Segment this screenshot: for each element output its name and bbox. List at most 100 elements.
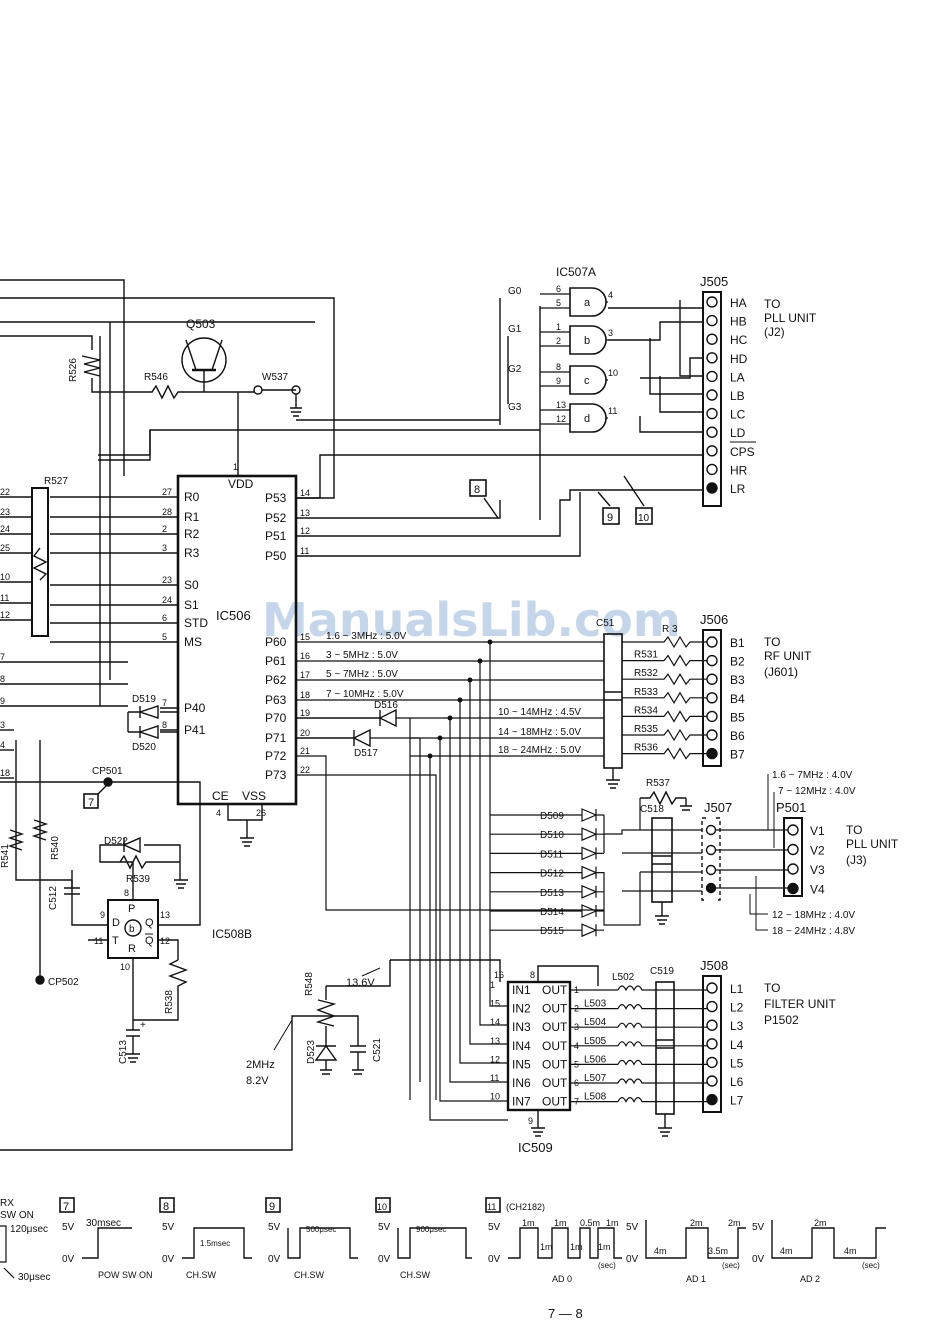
ff-r: R (128, 943, 136, 955)
ic506-pin-s1: S1 (184, 598, 199, 612)
j505-pin (706, 352, 718, 364)
ic506-pin-p73: P73 (265, 768, 287, 782)
wave-11-ad0-t: 1m (554, 1218, 567, 1228)
ic509-pin-out: OUT (542, 1020, 568, 1034)
ic509-pin16: 16 (494, 970, 504, 980)
j508-pin (706, 1075, 718, 1087)
j505-pin (706, 463, 718, 476)
wave-8-t: 1.5msec (200, 1239, 230, 1248)
cp501-label: CP501 (92, 766, 123, 777)
q503-transistor: Q503 (181, 317, 227, 392)
j505-pin (706, 333, 718, 345)
band-drop-wire (469, 680, 508, 1045)
ic509-pin-in5: IN5 (512, 1057, 531, 1071)
diode (490, 808, 604, 822)
ic506-ce-num: 4 (216, 808, 221, 818)
rx-label: RX (0, 1198, 14, 1209)
inductor (617, 1097, 707, 1103)
ff-b: b (129, 924, 135, 935)
gate-label-d: d (584, 413, 590, 425)
j507-pin (705, 824, 717, 836)
wave-11-ad2-t: 4m (780, 1246, 793, 1256)
ic506-pinnum-23: 23 (162, 575, 172, 585)
inductor (617, 1078, 707, 1085)
j505-label-cps: CPS (730, 445, 755, 459)
ic509-pin-out: OUT (542, 1057, 568, 1071)
page-number: 7 — 8 (548, 1306, 583, 1321)
band-drop-wire (439, 738, 508, 1102)
j505-pin (706, 296, 718, 308)
j506-pin (706, 729, 718, 741)
band-label: 5 ~ 7MHz : 5.0V (326, 669, 398, 680)
wave-11-sec: (sec) (598, 1261, 616, 1270)
wave-11-sec-3: (sec) (862, 1261, 880, 1270)
j505-pin (706, 314, 718, 327)
j508-label-l5: L5 (730, 1056, 744, 1070)
r537-label: R537 (646, 778, 670, 789)
j505-dest: PLL UNIT (764, 311, 817, 325)
band-drop-wire (449, 718, 508, 1083)
ic509-pin-out: OUT (542, 1095, 568, 1109)
wave-10-box (375, 1197, 391, 1213)
and-gate-a (569, 287, 607, 317)
j508-label-l4: L4 (730, 1038, 744, 1052)
d520-label: D520 (132, 742, 156, 753)
j505-pin (706, 370, 718, 383)
ic506-pin-ms: MS (184, 635, 202, 649)
j508-label: J508 (700, 958, 728, 973)
waveform-rx: RX SW ON 120μsec 30μsec (0, 1198, 50, 1283)
and-gate-b (569, 325, 607, 355)
ic506-pinnum-6: 6 (162, 613, 167, 623)
ic506-pinnum-19: 19 (300, 708, 310, 718)
j508-pin (706, 1093, 718, 1106)
inductor-label: L505 (584, 1036, 607, 1047)
j506-pin (706, 673, 718, 685)
j506-pin (706, 636, 718, 648)
ic506-pinnum-15: 15 (300, 632, 310, 642)
j506-label-b2: B2 (730, 655, 745, 669)
j505-label-hr: HR (730, 463, 748, 477)
diode (490, 827, 604, 842)
j508-dest: FILTER UNIT (764, 997, 836, 1011)
band-label: 14 ~ 18MHz : 5.0V (498, 727, 581, 738)
ic506-pinnum-18: 18 (300, 690, 310, 700)
r541-label: R541 (0, 844, 11, 868)
band-label: 18 ~ 24MHz : 5.0V (498, 745, 581, 756)
ic506-pin-r1: R1 (184, 510, 200, 524)
r548-label: R548 (304, 972, 315, 996)
l502-label: L502 (612, 972, 635, 983)
wave-11-ad2-t: 4m (844, 1246, 857, 1256)
r538-label: R538 (164, 990, 175, 1014)
ic509-in-num: 1 (490, 980, 495, 990)
v2mhz-label: 2MHz (246, 1059, 275, 1071)
marker-9: 9 (607, 512, 613, 524)
d519-label: D519 (132, 694, 156, 705)
wave-11-ad0-t: 1m (540, 1242, 553, 1252)
r3-label: R 3 (662, 624, 678, 635)
gate-wires (540, 293, 608, 309)
band-label: 1.6 ~ 3MHz : 5.0V (326, 631, 407, 642)
p501-label: P501 (776, 800, 806, 815)
j505-ref: (J2) (764, 325, 785, 339)
ic506-vdd-num: 1 (233, 462, 238, 472)
j506-res-label: R532 (634, 668, 658, 679)
d522-label: D522 (104, 836, 128, 847)
ic506-pin-r0: R0 (184, 490, 200, 504)
marker-10: 10 (638, 513, 650, 524)
j506-resistor (622, 747, 707, 760)
ic509-pin-in6: IN6 (512, 1076, 531, 1090)
left-edge-num-22: 22 (0, 487, 10, 497)
j505-pin (706, 426, 718, 438)
ic506-pinnum-22: 22 (300, 765, 310, 775)
gate-input-g3: G3 (508, 402, 522, 413)
j505-label-la: LA (730, 370, 745, 384)
ic509-in-num: 10 (490, 1092, 500, 1102)
band-label: 3 ~ 5MHz : 5.0V (326, 650, 398, 661)
diode-label-d511: D511 (540, 849, 564, 860)
p501-pin (787, 882, 799, 895)
band-label: 7 ~ 10MHz : 5.0V (326, 689, 404, 700)
gate-pin-in1: 6 (556, 284, 561, 294)
ic506-pinnum-20: 20 (300, 728, 310, 738)
ic509-in-num: 11 (490, 1073, 499, 1083)
